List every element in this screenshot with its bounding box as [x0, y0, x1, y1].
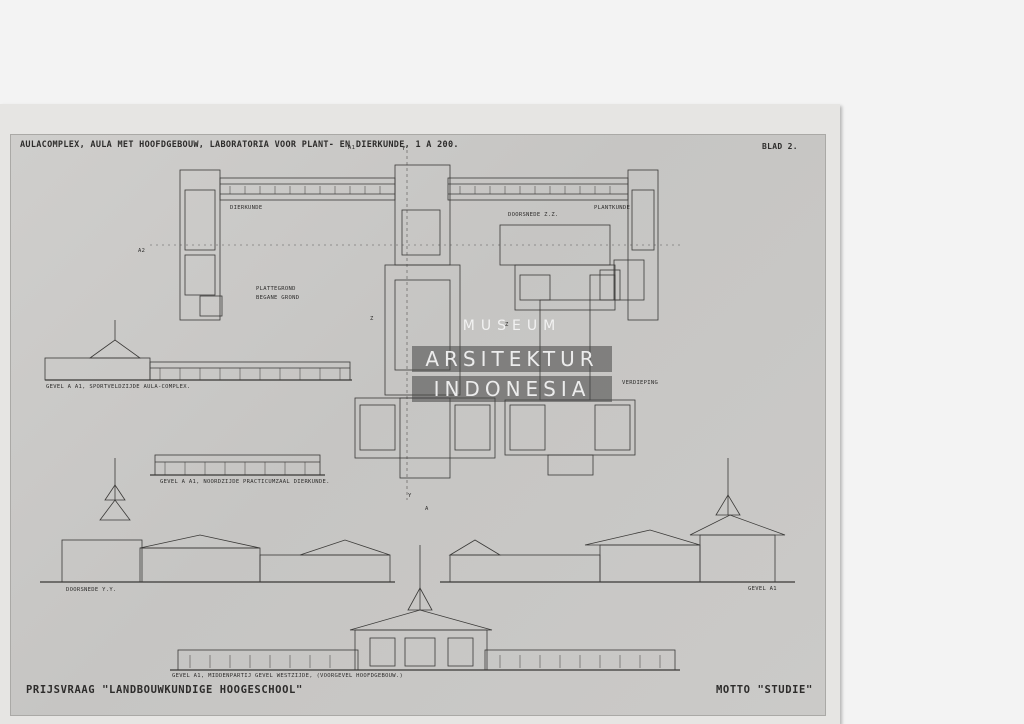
section-yy	[40, 458, 395, 583]
elevation-a1	[440, 458, 795, 583]
label-plantkunde: PLANTKUNDE	[594, 205, 631, 211]
elevation-noordzijde	[150, 454, 325, 476]
label-verdieping: VERDIEPING	[622, 380, 659, 386]
marker-y-top: Y	[402, 146, 406, 152]
marker-z-right: Z	[505, 322, 509, 328]
label-doorsnede-zz: DOORSNEDE Z.Z.	[508, 212, 559, 218]
label-dierkunde: DIERKUNDE	[230, 205, 263, 211]
label-gevel-sportveld: GEVEL A A1, SPORTVELDZIJDE AULA-COMPLEX.	[46, 384, 191, 390]
drawing-sheet	[10, 134, 826, 716]
label-gevel-noordzijde: GEVEL A A1, NOORDZIJDE PRACTICUMZAAL DIE…	[160, 479, 330, 485]
watermark-indonesia: INDONESIA	[412, 376, 612, 402]
photo-print	[0, 104, 840, 724]
motto: MOTTO "STUDIE"	[716, 684, 813, 696]
elevation-westzijde	[170, 545, 680, 671]
marker-a: A	[425, 506, 429, 512]
competition-title: PRIJSVRAAG "LANDBOUWKUNDIGE HOOGESCHOOL"	[26, 684, 303, 696]
label-doorsnede-yy: DOORSNEDE Y.Y.	[66, 587, 117, 593]
marker-a2: A2	[138, 248, 146, 254]
marker-z-left: Z	[370, 316, 374, 322]
label-plattegrond: PLATTEGROND	[256, 286, 296, 292]
sheet-number: BLAD 2.	[762, 142, 798, 151]
watermark-museum: MUSEUM	[462, 318, 562, 334]
elevation-sportveld	[44, 320, 352, 381]
marker-y-bottom: Y	[408, 493, 412, 499]
marker-a1: A1	[348, 145, 356, 151]
plan-left-wing	[219, 177, 396, 201]
label-begane-grond: BEGANE GROND	[256, 295, 300, 301]
label-gevel-westzijde: GEVEL A1, MIDDENPARTIJ GEVEL WESTZIJDE, …	[172, 673, 404, 679]
watermark-arsitektur: ARSITEKTUR	[412, 346, 612, 372]
drawing-title: AULACOMPLEX, AULA MET HOOFDGEBOUW, LABOR…	[20, 140, 459, 150]
plan-lower-wings	[354, 397, 636, 479]
label-gevel-a1: GEVEL A1	[748, 586, 777, 592]
